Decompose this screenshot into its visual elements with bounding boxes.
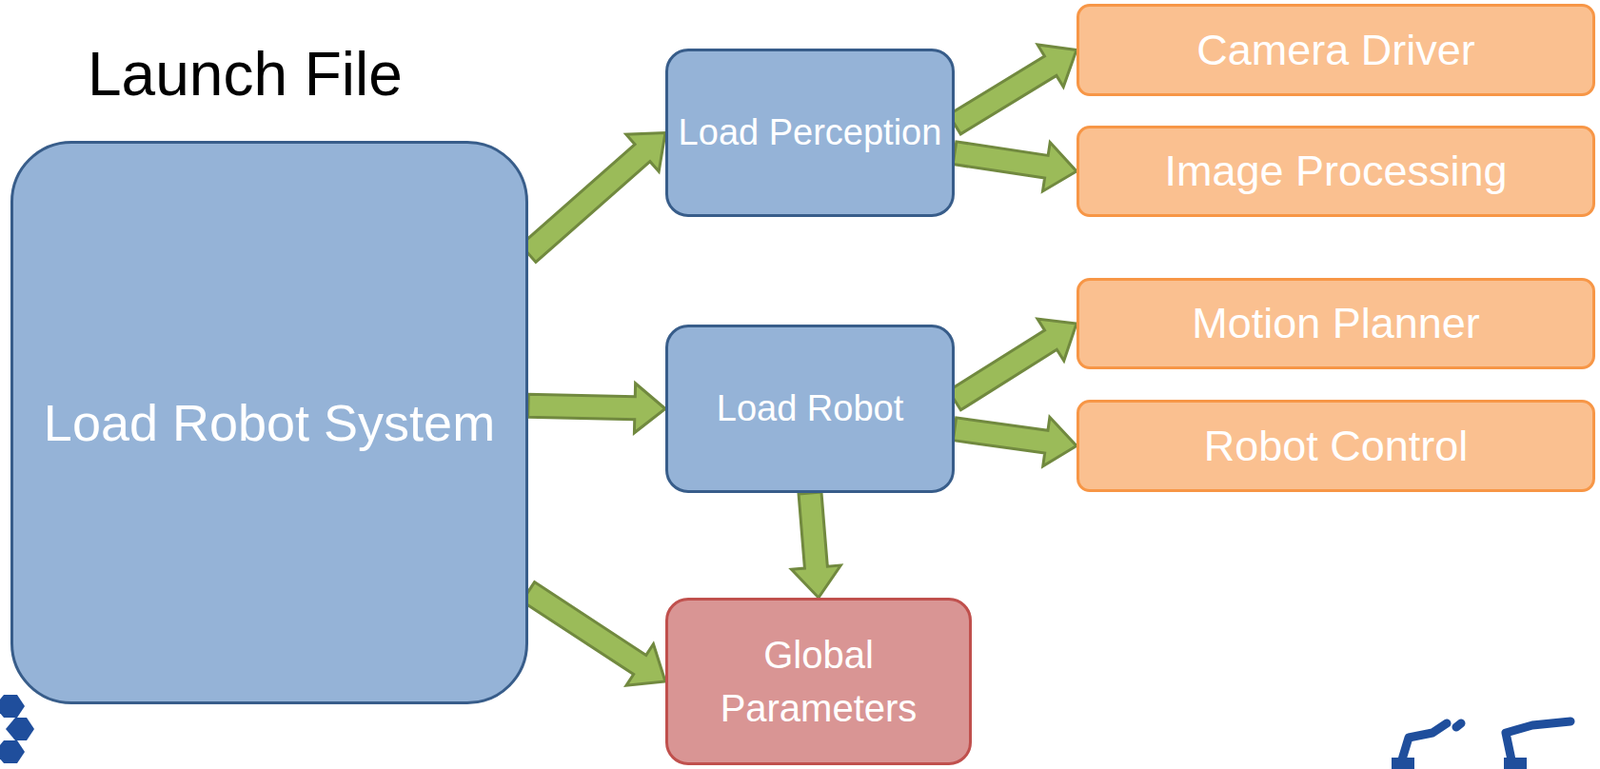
parameter-box: Global Parameters (665, 597, 972, 766)
node-label: Motion Planner (1191, 297, 1481, 350)
node-label: Load Perception (678, 105, 943, 160)
launch-box: Load Robot (665, 324, 955, 494)
block-arrow (521, 582, 666, 687)
robot-arm-logo (1399, 721, 1571, 769)
block-arrow (528, 383, 666, 434)
system-launch-box: Load Robot System (10, 140, 529, 705)
launch-box: Load Perception (665, 48, 955, 218)
block-arrow (948, 318, 1077, 411)
block-arrow (520, 133, 666, 263)
node-box: Camera Driver (1076, 3, 1596, 97)
diagram-title: Launch File (87, 38, 403, 112)
node-box: Robot Control (1076, 399, 1596, 493)
hexagon-logo (0, 694, 35, 764)
block-arrow (952, 416, 1077, 467)
node-label: Robot Control (1204, 420, 1469, 473)
block-arrow (952, 141, 1077, 192)
node-label: Load Robot System (43, 385, 495, 460)
node-label: Global Parameters (668, 628, 969, 735)
block-arrow (948, 44, 1077, 135)
block-arrow (790, 492, 841, 598)
node-label: Load Robot (716, 381, 905, 436)
robot-base-logo (1391, 757, 1527, 769)
node-label: Image Processing (1164, 145, 1507, 198)
node-label: Camera Driver (1196, 24, 1476, 77)
node-box: Motion Planner (1076, 277, 1596, 370)
node-box: Image Processing (1076, 125, 1596, 218)
